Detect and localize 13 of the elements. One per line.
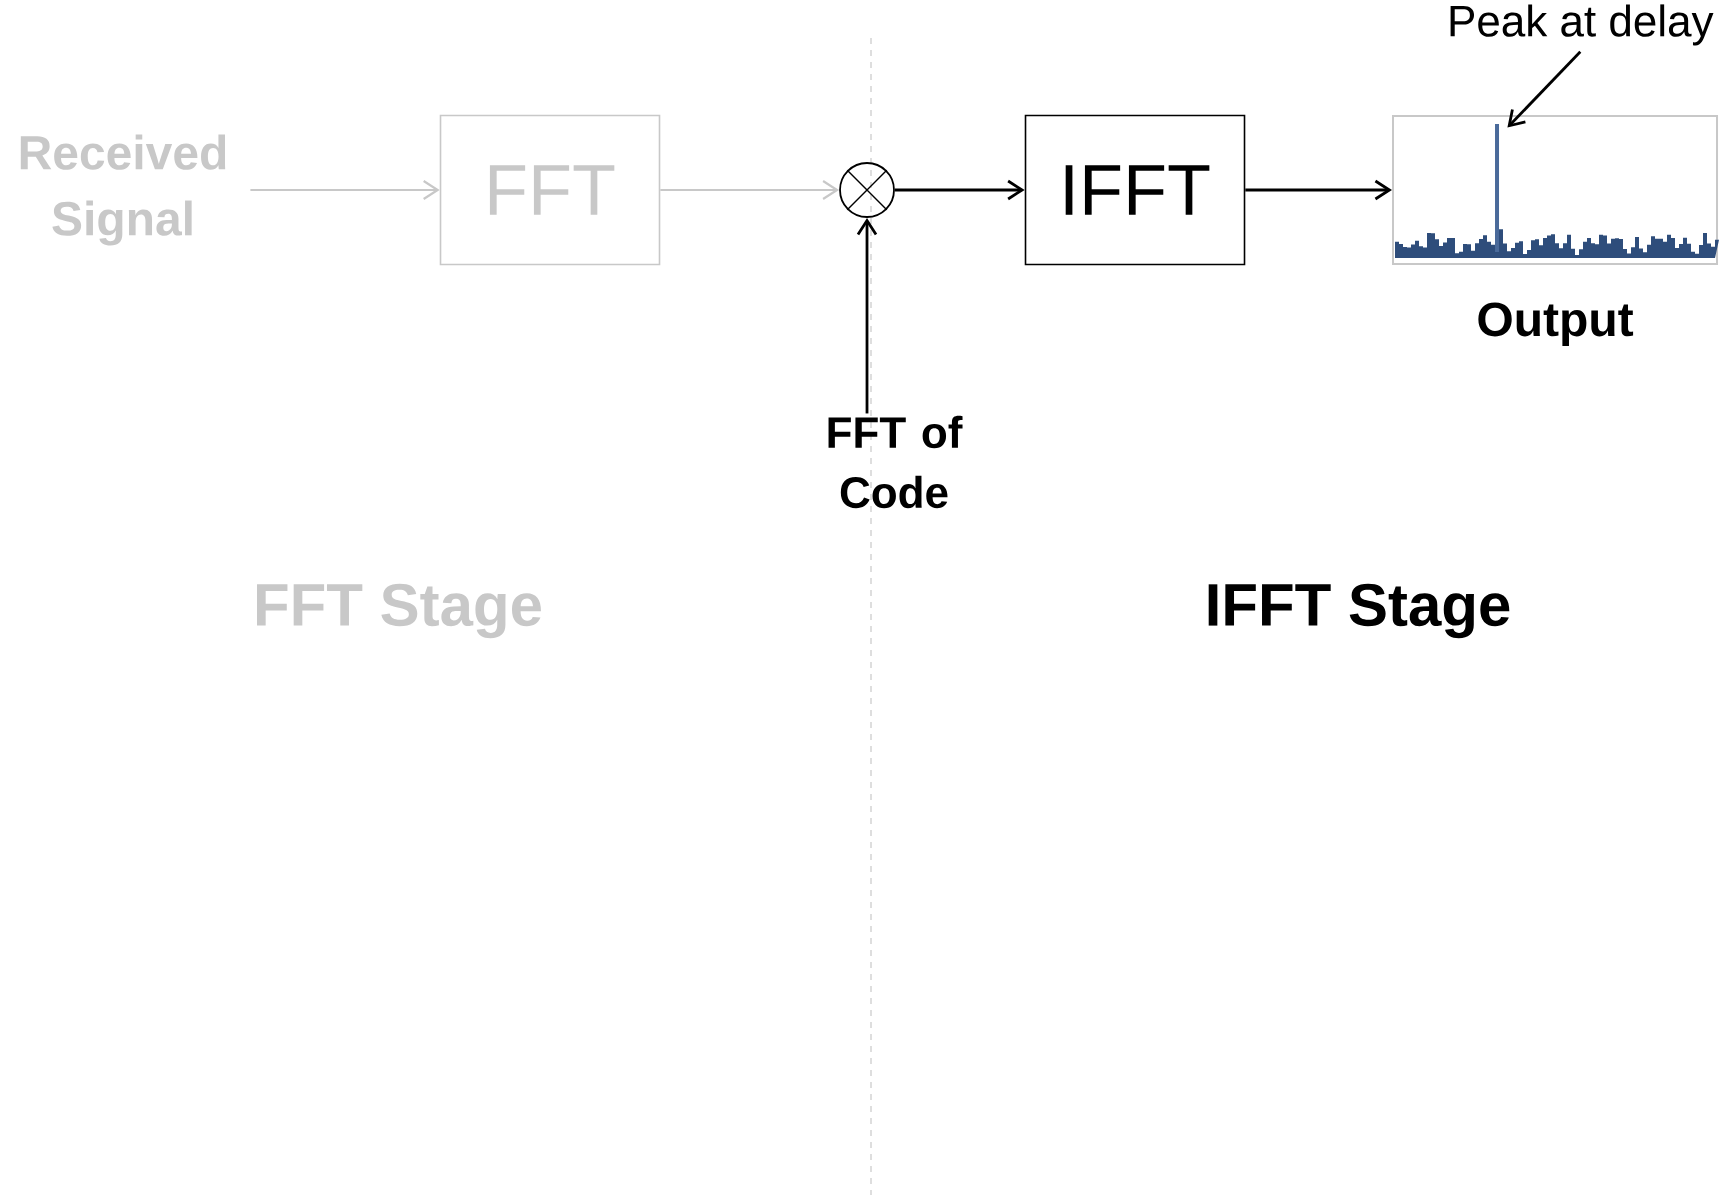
arrow [660,180,840,200]
callout-text: Peak at delay [1450,4,1714,46]
process-box: IFFT [1024,114,1246,266]
output-label: Output [1478,302,1634,346]
arrow [250,180,440,200]
multiplier-symbol [839,162,895,218]
stage-label: IFFT Stage [1208,583,1510,639]
arrow [894,179,1025,201]
peak-bar [1495,124,1499,252]
arrow [856,217,878,414]
leader-arrow [1507,50,1582,128]
arrow [1245,179,1392,201]
signal-label: FFT of Code [828,415,963,509]
